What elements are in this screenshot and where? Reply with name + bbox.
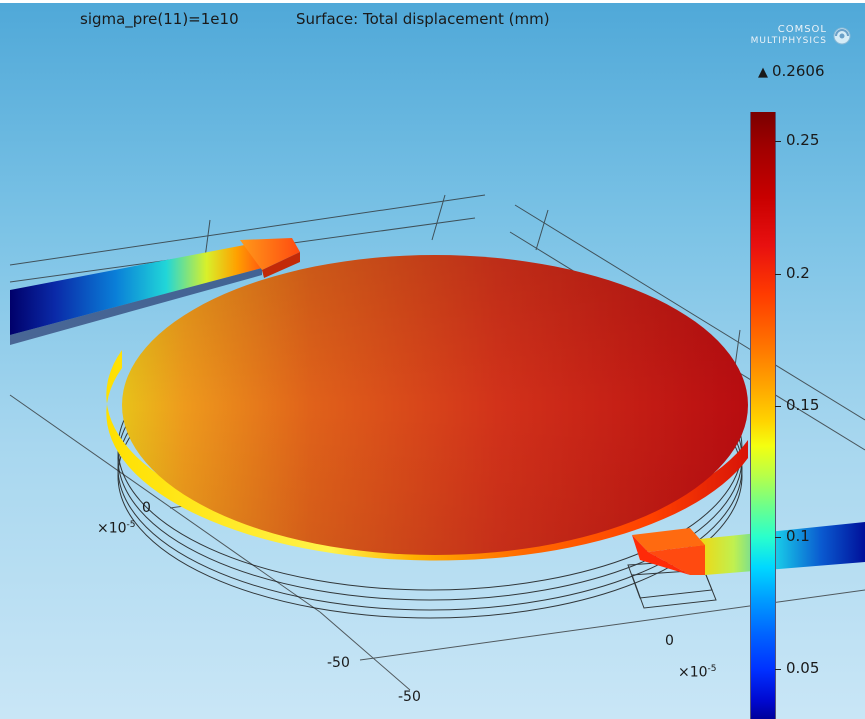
colorbar (750, 112, 776, 719)
y-axis-tick-neg50: -50 (398, 689, 421, 705)
max-triangle-icon: ▲ (758, 65, 768, 80)
logo-line1: COMSOL (777, 24, 827, 35)
colorbar-max: ▲ 0.2606 (758, 62, 825, 80)
y-axis-tick-zero: 0 (665, 633, 674, 649)
x-axis-scale-exponent: -5 (126, 520, 136, 530)
window-top-border (0, 0, 865, 3)
x-axis-tick-neg50: -50 (327, 655, 350, 671)
y-axis-scale-exponent: -5 (707, 664, 717, 674)
x-axis-scale: ×10-5 (97, 520, 136, 537)
left-support-beam (10, 238, 300, 345)
colorbar-tick-mark (775, 537, 781, 538)
colorbar-tick-mark (775, 669, 781, 670)
comsol-logo: COMSOL MULTIPHYSICS (703, 24, 853, 54)
colorbar-tick-label: 0.05 (786, 659, 820, 677)
colorbar-tick-label: 0.25 (786, 131, 820, 149)
colorbar-tick-label: 0.15 (786, 396, 820, 414)
comsol-logo-icon (833, 27, 851, 45)
colorbar-tick-label: 0.2 (786, 264, 810, 282)
y-axis-scale-base: ×10 (678, 664, 708, 681)
colorbar-tick-mark (775, 274, 781, 275)
colorbar-max-value: 0.2606 (772, 62, 825, 80)
logo-line2: MULTIPHYSICS (750, 36, 827, 46)
colorbar-tick-label: 0.1 (786, 527, 810, 545)
y-axis-scale: ×10-5 (678, 664, 717, 681)
colorbar-tick-mark (775, 406, 781, 407)
right-support-beam (632, 522, 865, 575)
x-axis-tick-zero: 0 (142, 500, 151, 516)
colorbar-tick-mark (775, 141, 781, 142)
x-axis-scale-base: ×10 (97, 520, 127, 537)
plot-title: Surface: Total displacement (mm) (296, 10, 550, 28)
parameter-label: sigma_pre(11)=1e10 (80, 10, 239, 28)
